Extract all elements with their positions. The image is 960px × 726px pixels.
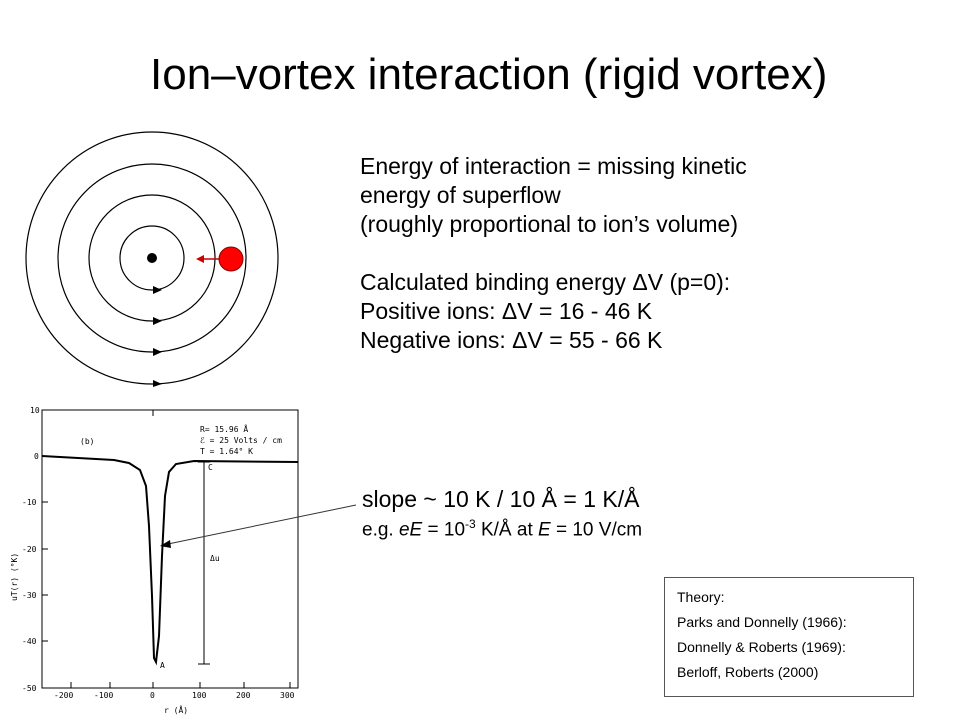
y-tick-label: 0 <box>34 452 39 461</box>
delta-u-label: Δu <box>210 554 220 563</box>
plot-param: ℰ = 25 Volts / cm <box>200 436 282 445</box>
y-tick-label: -30 <box>22 591 37 600</box>
plot-frame <box>41 409 299 689</box>
ion-arrow-head-icon <box>196 255 204 263</box>
reference-item: Donnelly & Roberts (1969): <box>677 639 846 655</box>
flow-arrow-icon <box>153 348 162 356</box>
slope-annotation: slope ~ 10 K / 10 Å = 1 K/Å e.g. eE = 10… <box>362 486 642 541</box>
plot-param: R= 15.96 Å <box>200 423 248 434</box>
flow-arrow-icon <box>153 317 162 325</box>
potential-plot: 10 0 -10 -20 -30 -40 -50 -200 -100 0 100… <box>10 406 299 715</box>
potential-curve <box>41 455 299 666</box>
streamline-circle-3 <box>57 163 247 353</box>
point-label-a: A <box>160 661 165 670</box>
field-example: e.g. eE = 10-3 K/Å at E = 10 V/cm <box>362 517 643 541</box>
text-line: Negative ions: ΔV = 55 - 66 K <box>360 327 663 353</box>
flow-arrow-icon <box>153 286 162 294</box>
interaction-description: Energy of interaction = missing kinetic … <box>360 152 747 355</box>
ion-sphere <box>218 246 244 272</box>
text-line: Energy of interaction = missing kinetic <box>360 153 747 179</box>
text-line: Calculated binding energy ΔV (p=0): <box>360 269 731 295</box>
x-axis-label: r (Å) <box>164 704 188 715</box>
text-line: Positive ions: ΔV = 16 - 46 K <box>360 298 653 324</box>
x-tick-label: -100 <box>94 691 113 700</box>
y-tick-label: -20 <box>22 545 37 554</box>
y-tick-label: -40 <box>22 637 37 646</box>
y-tick-label: -50 <box>22 684 37 693</box>
slope-text: slope ~ 10 K / 10 Å = 1 K/Å <box>362 486 640 512</box>
x-tick-label: 0 <box>150 691 155 700</box>
plot-param: T = 1.64° K <box>200 447 253 456</box>
x-tick-label: -200 <box>54 691 73 700</box>
streamline-circle-1 <box>119 225 185 291</box>
theory-heading: Theory: <box>677 589 725 605</box>
slide-title: Ion–vortex interaction (rigid vortex) <box>150 50 828 99</box>
x-tick-label: 100 <box>192 691 207 700</box>
streamline-circle-4 <box>25 131 279 385</box>
y-tick-label: -10 <box>22 498 37 507</box>
flow-arrow-icon <box>153 380 162 387</box>
streamline-circle-2 <box>88 194 216 322</box>
y-tick-label: 10 <box>30 406 40 415</box>
vortex-core-dot <box>147 253 157 263</box>
point-label-c: C <box>208 463 213 472</box>
text-line: (roughly proportional to ion’s volume) <box>360 211 738 237</box>
text-line: energy of superflow <box>360 182 561 208</box>
reference-item: Berloff, Roberts (2000) <box>677 664 819 680</box>
panel-label: (b) <box>80 437 94 446</box>
reference-item: Parks and Donnelly (1966): <box>677 614 847 630</box>
x-tick-label: 300 <box>280 691 295 700</box>
x-tick-label: 200 <box>236 691 251 700</box>
text-line <box>360 239 747 268</box>
theory-references-box: Theory: Parks and Donnelly (1966): Donne… <box>664 577 914 697</box>
y-axis-label: uT(r) (°K) <box>10 553 19 601</box>
vortex-diagram <box>25 131 279 387</box>
